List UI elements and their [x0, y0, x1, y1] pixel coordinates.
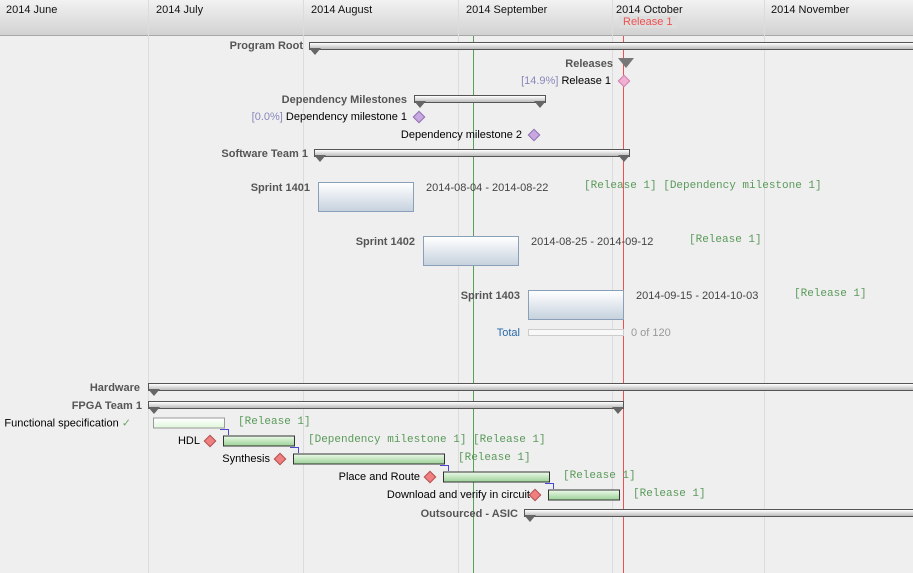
summary-bar[interactable]	[148, 401, 624, 414]
sprint-dates: 2014-08-25 - 2014-09-12	[531, 236, 654, 248]
sprint-dates: 2014-09-15 - 2014-10-03	[636, 290, 759, 302]
grid-line	[458, 0, 459, 573]
dependency-arrow	[440, 465, 449, 471]
name: Release 1	[561, 75, 611, 87]
sprint-bar[interactable]	[423, 236, 519, 266]
grid-line	[303, 0, 304, 573]
timeline-header	[0, 0, 913, 36]
month-label: 2014 November	[771, 4, 850, 16]
task-tags: [Release 1]	[633, 488, 706, 500]
sprint-label[interactable]: Sprint 1403	[460, 290, 520, 302]
row-label[interactable]: Software Team 1	[221, 148, 308, 160]
grid-line	[612, 0, 613, 573]
task-label[interactable]: Synthesis	[222, 453, 270, 465]
month-label: 2014 August	[311, 4, 373, 16]
sprint-bar[interactable]	[528, 290, 624, 320]
row-label[interactable]: Dependency Milestones	[281, 94, 407, 106]
task-bar[interactable]	[223, 435, 295, 447]
percent: [14.9%]	[521, 75, 559, 87]
row-label[interactable]: [14.9%] Release 1	[521, 75, 611, 87]
task-label[interactable]: Download and verify in circuit	[386, 489, 530, 501]
month-label: 2014 July	[156, 4, 204, 16]
sprint-tags: [Release 1]	[689, 234, 762, 246]
status-diamond-icon	[203, 434, 217, 448]
checkmark-icon: ✓	[121, 417, 131, 430]
sprint-tags: [Release 1]	[794, 288, 867, 300]
total-label: Total	[496, 327, 520, 339]
task-tags: [Release 1]	[238, 416, 311, 428]
today-line	[473, 36, 474, 573]
grid-line	[764, 0, 765, 573]
task-bar[interactable]	[153, 417, 225, 429]
task-bar[interactable]	[548, 489, 620, 501]
task-bar[interactable]	[293, 453, 445, 465]
sprint-label[interactable]: Sprint 1402	[355, 236, 415, 248]
milestone-diamond-icon[interactable]	[617, 74, 631, 88]
task-label[interactable]: Functional specification ✓	[4, 417, 131, 430]
row-label[interactable]: Dependency milestone 2	[400, 129, 522, 141]
task-tags: [Dependency milestone 1] [Release 1]	[308, 434, 546, 446]
summary-bar[interactable]	[618, 58, 634, 68]
task-label[interactable]: HDL	[177, 435, 200, 447]
task-tags: [Release 1]	[458, 452, 531, 464]
total-value: 0 of 120	[631, 327, 671, 339]
sprint-label[interactable]: Sprint 1401	[250, 182, 310, 194]
status-diamond-icon	[528, 488, 542, 502]
status-diamond-icon	[273, 452, 287, 466]
summary-bar[interactable]	[309, 42, 913, 55]
row-label[interactable]: FPGA Team 1	[71, 400, 142, 412]
task-label[interactable]: Place and Route	[338, 471, 420, 483]
row-label[interactable]: [0.0%] Dependency milestone 1	[252, 111, 407, 123]
dependency-arrow	[220, 429, 229, 435]
status-diamond-icon	[423, 470, 437, 484]
month-label: 2014 September	[466, 4, 548, 16]
row-label[interactable]: Outsourced - ASIC	[420, 508, 518, 520]
task-bar[interactable]	[443, 471, 550, 483]
name: Dependency milestone 1	[285, 111, 407, 123]
milestone-diamond-icon[interactable]	[412, 110, 426, 124]
row-label[interactable]: Hardware	[89, 382, 140, 394]
total-progress-bar	[528, 329, 624, 336]
release-marker-label[interactable]: Release 1	[619, 16, 677, 28]
dependency-arrow	[545, 483, 554, 489]
month-label: 2014 June	[6, 4, 58, 16]
sprint-tags: [Release 1] [Dependency milestone 1]	[584, 180, 822, 192]
summary-bar[interactable]	[148, 383, 913, 396]
milestone-diamond-icon[interactable]	[527, 128, 541, 142]
task-tags: [Release 1]	[563, 470, 636, 482]
name: Functional specification	[4, 417, 119, 430]
summary-bar[interactable]	[314, 149, 630, 162]
row-label[interactable]: Program Root	[229, 40, 303, 52]
summary-bar[interactable]	[524, 509, 913, 522]
dependency-arrow	[290, 447, 299, 453]
sprint-dates: 2014-08-04 - 2014-08-22	[426, 182, 549, 194]
row-label[interactable]: Releases	[565, 58, 613, 70]
month-label: 2014 October	[616, 4, 683, 16]
summary-bar[interactable]	[414, 95, 546, 108]
percent: [0.0%]	[251, 111, 283, 123]
grid-line	[148, 0, 149, 573]
sprint-bar[interactable]	[318, 182, 414, 212]
